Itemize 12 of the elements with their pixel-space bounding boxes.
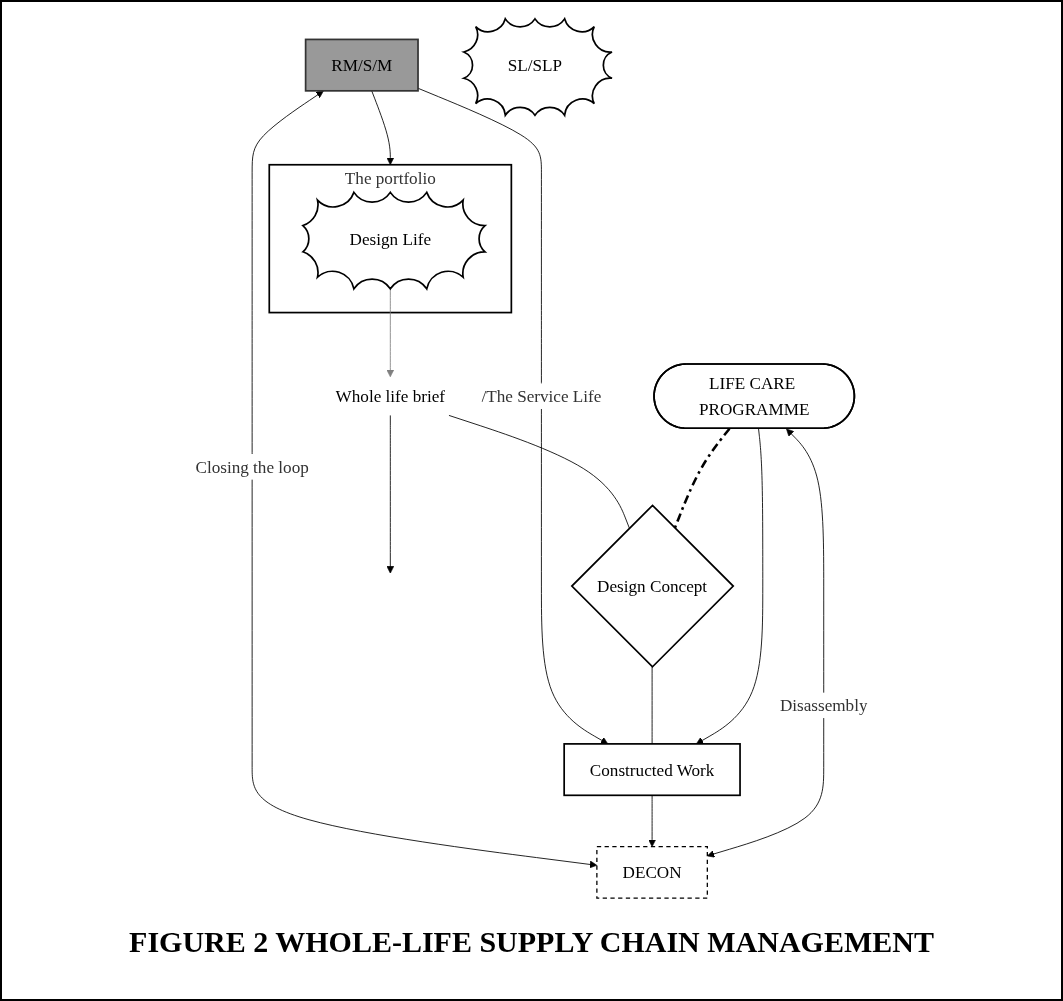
node-box: Constructed Work [563,743,741,797]
edge-label: /The Service Life [481,386,602,406]
node-box: RM/S/M [304,38,419,92]
edge-label: Disassembly [779,695,868,715]
node-text: Whole life brief [335,386,446,406]
connector [448,415,630,529]
connector [651,666,653,745]
caption: FIGURE 2 WHOLE-LIFE SUPPLY CHAIN MANAGEMENT [129,924,934,960]
connector [673,427,731,529]
node-diamond: Design Concept [570,504,735,668]
node-box: DECON [596,846,708,899]
edge-label: Closing the loop [195,457,309,477]
